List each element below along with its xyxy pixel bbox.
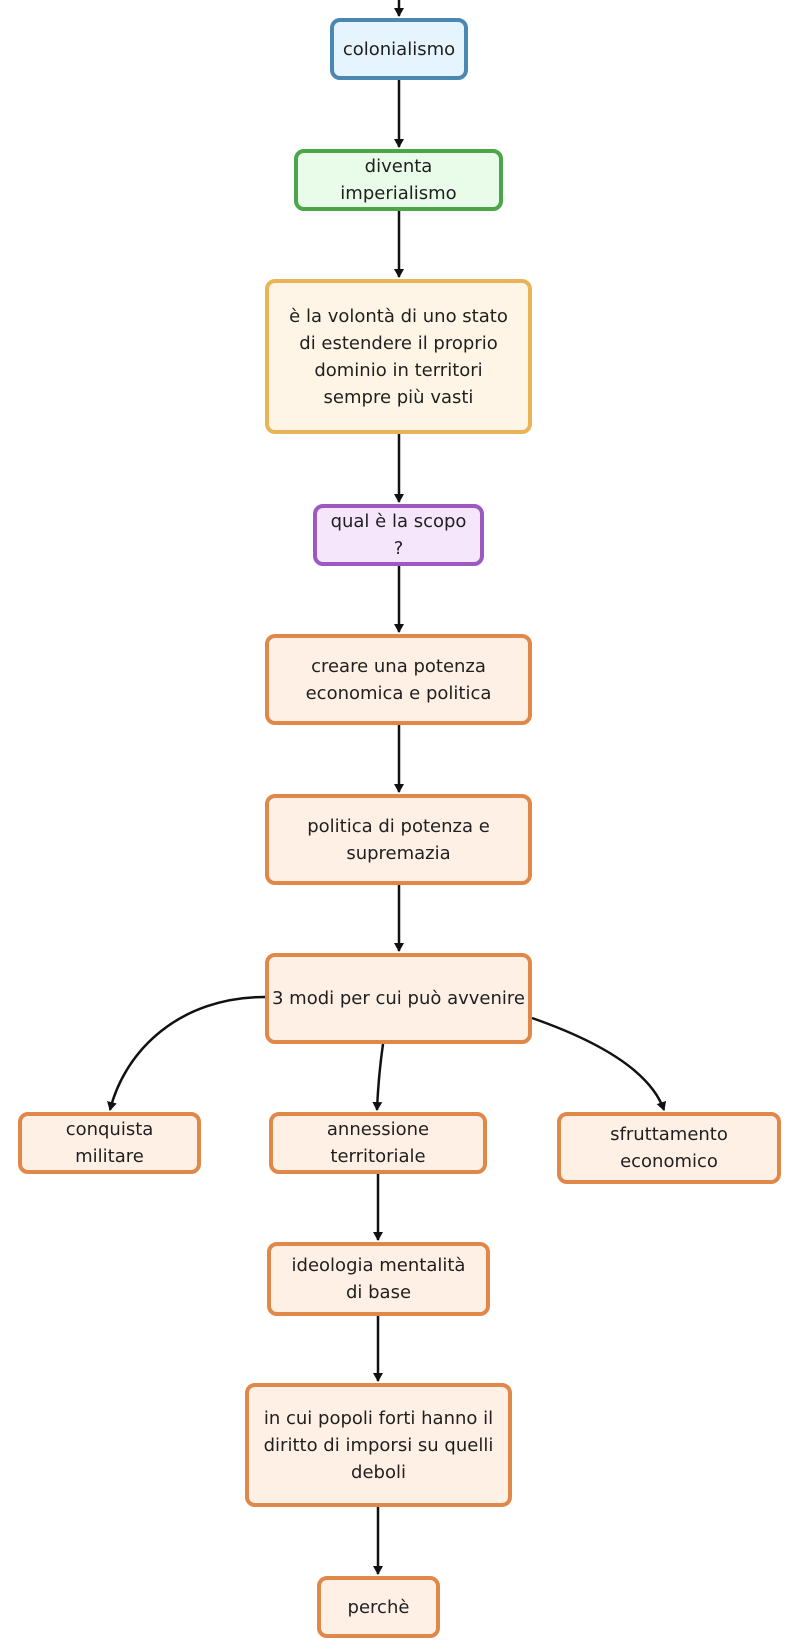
node-sfruttamento-economico[interactable]: sfruttamento economico bbox=[557, 1112, 781, 1184]
node-conquista-militare-label: conquista militare bbox=[65, 1119, 154, 1167]
node-scopo-label: qual è la scopo ? bbox=[330, 511, 467, 559]
node-scopo[interactable]: qual è la scopo ? bbox=[313, 504, 484, 566]
node-popoli[interactable]: in cui popoli forti hanno il diritto di … bbox=[245, 1383, 512, 1507]
node-potenza[interactable]: creare una potenza economica e politica bbox=[265, 634, 532, 725]
node-ideologia[interactable]: ideologia mentalità di base bbox=[267, 1242, 490, 1316]
node-imperialismo[interactable]: diventa imperialismo bbox=[294, 149, 503, 211]
edge-modi-militare bbox=[107, 995, 266, 1111]
edge-modi-sfruttamento bbox=[531, 1016, 667, 1111]
node-colonialismo[interactable]: colonialismo bbox=[330, 18, 468, 80]
node-ideologia-label: ideologia mentalità di base bbox=[291, 1255, 466, 1303]
node-modi[interactable]: 3 modi per cui può avvenire bbox=[265, 953, 532, 1044]
node-potenza-label: creare una potenza economica e politica bbox=[305, 655, 492, 704]
node-colonialismo-label: colonialismo bbox=[342, 38, 456, 60]
node-annessione-territoriale-label: annessione territoriale bbox=[326, 1119, 430, 1167]
node-perche[interactable]: perchè bbox=[317, 1576, 440, 1638]
node-modi-label: 3 modi per cui può avvenire bbox=[272, 988, 525, 1009]
node-supremazia[interactable]: politica di potenza e supremazia bbox=[265, 794, 532, 885]
edge-modi-annessione bbox=[372, 1043, 385, 1111]
node-definizione-label: è la volontà di uno stato di estendere i… bbox=[289, 305, 508, 408]
node-definizione[interactable]: è la volontà di uno stato di estendere i… bbox=[265, 279, 532, 434]
node-supremazia-label: politica di potenza e supremazia bbox=[307, 815, 490, 864]
node-sfruttamento-economico-label: sfruttamento economico bbox=[610, 1124, 728, 1172]
node-perche-label: perchè bbox=[347, 1596, 410, 1618]
node-annessione-territoriale[interactable]: annessione territoriale bbox=[269, 1112, 487, 1174]
node-imperialismo-label: diventa imperialismo bbox=[340, 156, 457, 204]
node-conquista-militare[interactable]: conquista militare bbox=[18, 1112, 201, 1174]
node-popoli-label: in cui popoli forti hanno il diritto di … bbox=[263, 1407, 494, 1483]
